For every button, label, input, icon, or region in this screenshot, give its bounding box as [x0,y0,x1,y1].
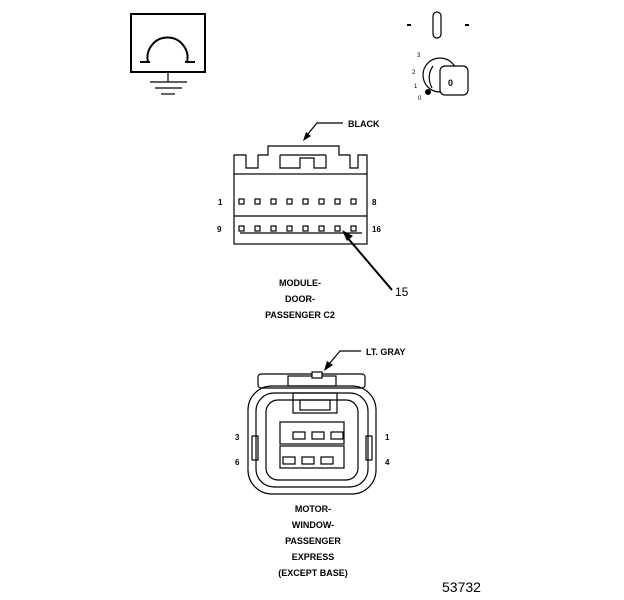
motor-name-line-3: PASSENGER [285,536,341,546]
c2-pin-9: 9 [217,225,222,234]
c2-name-line-1: MODULE- [279,278,321,288]
motor-pin-3: 3 [235,433,240,442]
motor-pin-6: 6 [235,458,240,467]
ignition-position-2: 2 [412,70,416,76]
motor-name-line-2: WINDOW- [292,520,334,530]
c2-pin-8: 8 [372,198,377,207]
c2-pin-row-top [238,198,357,205]
motor-name-line-4: EXPRESS [292,552,335,562]
c2-color-label: BLACK [348,119,380,129]
c2-callout-pin: 15 [395,285,409,299]
ignition-position-0: 0 [418,96,422,102]
c2-pin-1: 1 [218,198,223,207]
ignition-position-1: 1 [414,84,418,90]
motor-pin-1: 1 [385,433,390,442]
ignition-position-3: 3 [417,53,421,59]
ohmmeter-icon [130,13,206,95]
c2-pin-row-bottom [238,225,357,232]
figure-number: 53732 [442,579,481,595]
ignition-switch-icon: 3 2 1 0 0 [407,11,469,102]
motor-pin-row-bottom [282,456,334,465]
connector-motor-window: LT. GRAY 3 1 6 4 MOTOR- WINDOW- PASS [235,347,406,578]
c2-name-line-2: DOOR- [285,294,315,304]
motor-pin-row-top [292,431,344,440]
c2-name-line-3: PASSENGER C2 [265,310,335,320]
motor-color-label: LT. GRAY [366,347,406,357]
c2-pin-16: 16 [372,225,381,234]
motor-pin-4: 4 [385,458,390,467]
ignition-key-label: 0 [448,78,453,88]
motor-name-line-5: (EXCEPT BASE) [278,568,348,578]
motor-name-line-1: MOTOR- [295,504,331,514]
connector-c2: BLACK 1 8 9 [217,119,409,320]
